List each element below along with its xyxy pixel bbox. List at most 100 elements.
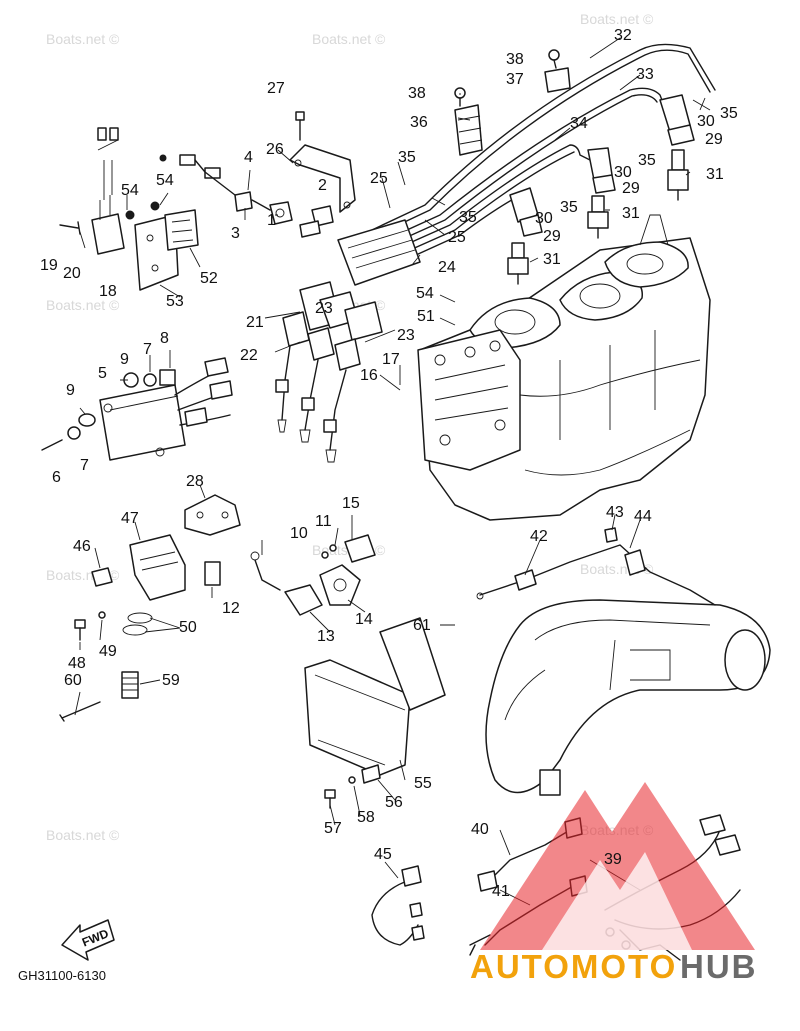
callout-31: 31 [543, 251, 561, 268]
starter-relay [204, 534, 376, 616]
callout-55: 55 [414, 775, 432, 792]
callout-25: 25 [370, 170, 388, 187]
callout-4: 4 [244, 149, 253, 166]
callout-14: 14 [355, 611, 373, 628]
callout-35: 35 [638, 152, 656, 169]
watermark: Boats.net © [580, 11, 654, 27]
callout-13: 13 [317, 628, 335, 645]
callout-43: 43 [606, 504, 624, 521]
callout-42: 42 [530, 528, 548, 545]
engine-block [417, 214, 711, 521]
callout-7: 7 [80, 457, 89, 474]
watermark: Boats.net © [312, 31, 386, 47]
diagram-code: GH31100-6130 [18, 968, 106, 983]
callout-29: 29 [622, 180, 640, 197]
callout-35: 35 [560, 199, 578, 216]
callout-2: 2 [318, 177, 327, 194]
callout-23: 23 [315, 300, 333, 317]
callout-17: 17 [382, 351, 400, 368]
callout-11: 11 [315, 513, 332, 530]
callout-22: 22 [240, 347, 258, 364]
callout-9: 9 [66, 382, 75, 399]
part-28 [184, 494, 241, 536]
callout-37: 37 [506, 71, 524, 88]
exhaust-pipe [485, 599, 771, 796]
automotohub-logo: AUTOMOTO HUB [470, 782, 758, 985]
sensor-leads [476, 527, 716, 606]
callout-54: 54 [121, 182, 139, 199]
callout-44: 44 [634, 508, 652, 525]
callout-1: 1 [267, 212, 276, 229]
callout-58: 58 [357, 809, 375, 826]
callout-35: 35 [398, 149, 416, 166]
logo-text-hub: HUB [680, 948, 758, 985]
callout-15: 15 [342, 495, 360, 512]
part-47 [91, 534, 186, 601]
callout-30: 30 [697, 113, 715, 130]
callout-23: 23 [397, 327, 415, 344]
callout-36: 36 [410, 114, 428, 131]
cdi-unit [41, 357, 233, 461]
callout-18: 18 [99, 283, 117, 300]
fwd-arrow: FWD [61, 919, 115, 961]
callout-12: 12 [222, 600, 240, 617]
callout-40: 40 [471, 821, 489, 838]
callout-38: 38 [408, 85, 426, 102]
callout-31: 31 [706, 166, 724, 183]
callout-59: 59 [162, 672, 180, 689]
callout-47: 47 [121, 510, 139, 527]
spark-plug-cords [339, 43, 716, 276]
callout-54: 54 [416, 285, 434, 302]
callout-41: 41 [492, 883, 510, 900]
callout-27: 27 [267, 80, 285, 97]
leader-lines [60, 37, 711, 906]
callout-35: 35 [720, 105, 738, 122]
callout-26: 26 [266, 141, 284, 158]
callout-21: 21 [246, 314, 264, 331]
logo-text-automoto: AUTOMOTO [470, 948, 677, 985]
fuse-parts [159, 154, 334, 238]
callout-29: 29 [543, 228, 561, 245]
callout-numbers: 1 2 3 4 5 6 7 7 8 9 9 10 11 12 13 14 15 … [40, 27, 738, 900]
callout-9: 9 [120, 351, 129, 368]
callout-5: 5 [98, 365, 107, 382]
callout-7: 7 [143, 341, 152, 358]
part-45 [371, 865, 425, 946]
callout-34: 34 [570, 115, 588, 132]
callout-19: 19 [40, 257, 58, 274]
callout-60: 60 [64, 672, 82, 689]
callout-46: 46 [73, 538, 91, 555]
callout-56: 56 [385, 794, 403, 811]
callout-57: 57 [324, 820, 342, 837]
electrical-box-cover [304, 617, 446, 809]
callout-30: 30 [535, 210, 553, 227]
callout-30: 30 [614, 164, 632, 181]
spark-plugs [507, 149, 689, 285]
callout-3: 3 [231, 225, 240, 242]
cord-clamps [454, 49, 571, 156]
callout-35: 35 [459, 209, 477, 226]
callout-10: 10 [290, 525, 308, 542]
callout-8: 8 [160, 330, 169, 347]
watermark: Boats.net © [46, 297, 120, 313]
callout-16: 16 [360, 367, 378, 384]
callout-25: 25 [448, 229, 466, 246]
callout-28: 28 [186, 473, 204, 490]
ignition-coil-assembly [275, 219, 421, 463]
callout-39: 39 [604, 851, 622, 868]
callout-20: 20 [63, 265, 81, 282]
callout-32: 32 [614, 27, 632, 44]
callout-48: 48 [68, 655, 86, 672]
callout-31: 31 [622, 205, 640, 222]
callout-61: 61 [413, 617, 431, 634]
watermark: Boats.net © [46, 827, 120, 843]
small-parts [59, 611, 153, 722]
callout-51: 51 [417, 308, 435, 325]
bracket-26 [289, 111, 356, 213]
watermark: Boats.net © [46, 31, 120, 47]
relay-bracket [59, 127, 199, 291]
callout-50: 50 [179, 619, 197, 636]
callout-24: 24 [438, 259, 456, 276]
callout-38: 38 [506, 51, 524, 68]
